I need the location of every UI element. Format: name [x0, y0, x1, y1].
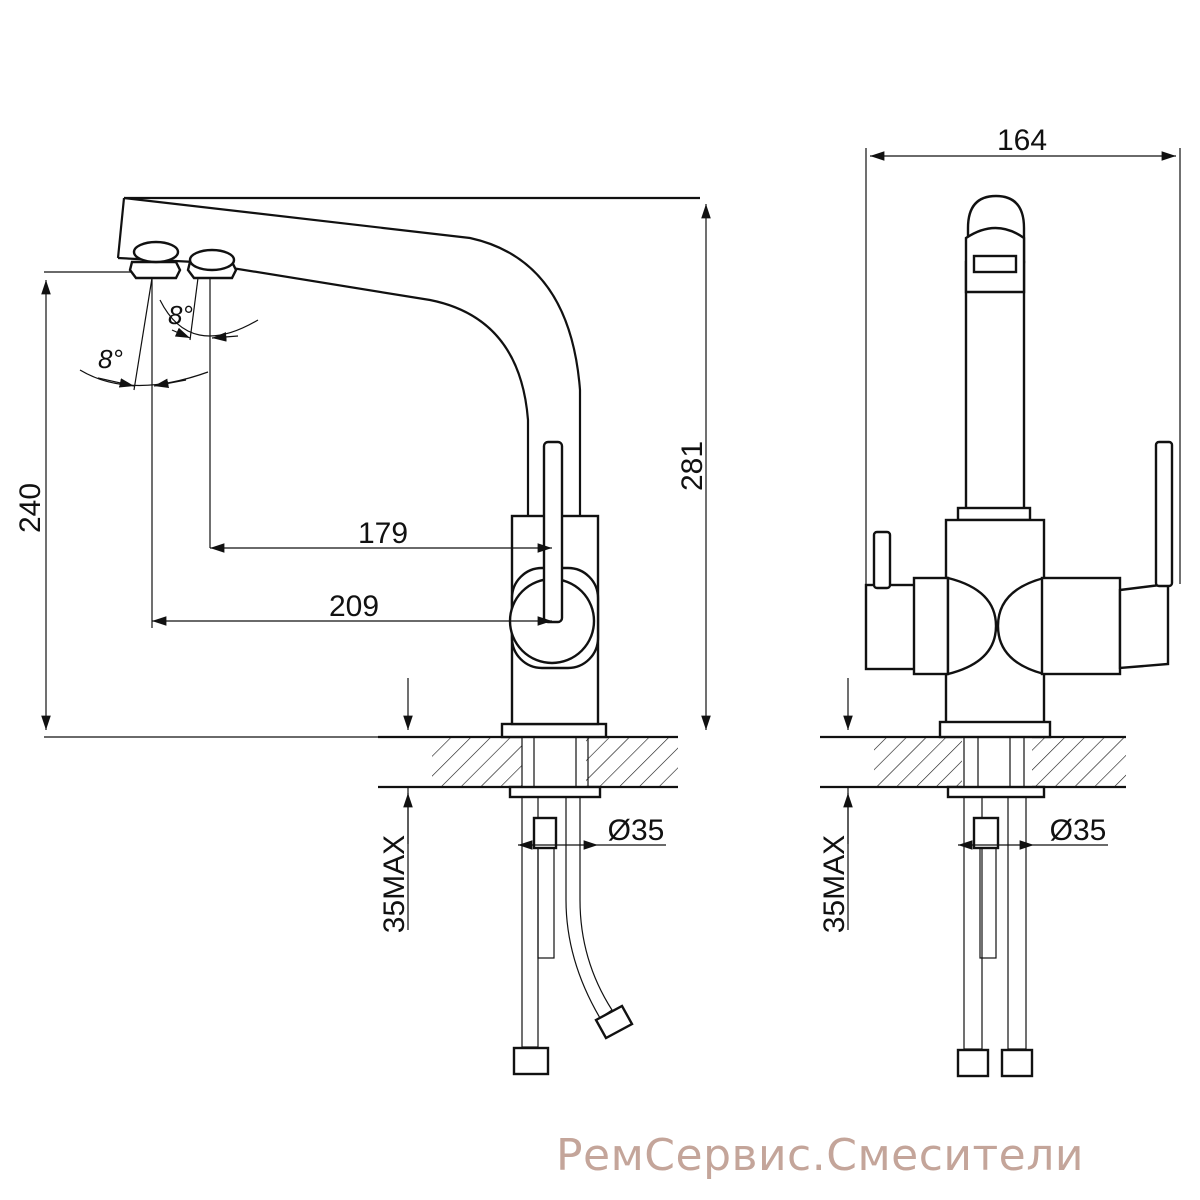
hoses-front — [946, 736, 1046, 1078]
countertop-side — [378, 732, 678, 792]
countertop-front — [820, 732, 1126, 792]
dim-reach-front: 179 — [358, 517, 408, 550]
front-view: 164 Ø35 35MAX — [818, 124, 1181, 1078]
spout-side — [116, 196, 700, 516]
faucet-base-side — [500, 440, 608, 739]
angle-label-upper: 8° — [168, 300, 193, 330]
dim-mount-hole-side: Ø35 — [608, 814, 665, 847]
side-view: 240 281 179 209 Ø35 35MAX 8° 8° — [14, 196, 711, 1076]
dim-counter-front: 35MAX — [818, 835, 851, 933]
dim-total-height: 281 — [676, 441, 709, 491]
angle-label-lower: 8° — [98, 344, 123, 374]
dimension-lines-side — [41, 204, 711, 930]
dim-mount-hole-front: Ø35 — [1050, 814, 1107, 847]
dim-height-to-spout: 240 — [14, 483, 47, 533]
spray-angle-lines — [79, 277, 259, 628]
spout-front — [956, 194, 1032, 522]
watermark-text: РемСервис.Смесители — [556, 1130, 1084, 1181]
dim-reach-rear: 209 — [329, 590, 379, 623]
dim-front-width: 164 — [997, 124, 1047, 157]
faucet-body-front — [864, 440, 1174, 739]
dim-counter-side: 35MAX — [378, 835, 411, 933]
dimension-lines-front — [843, 148, 1181, 930]
